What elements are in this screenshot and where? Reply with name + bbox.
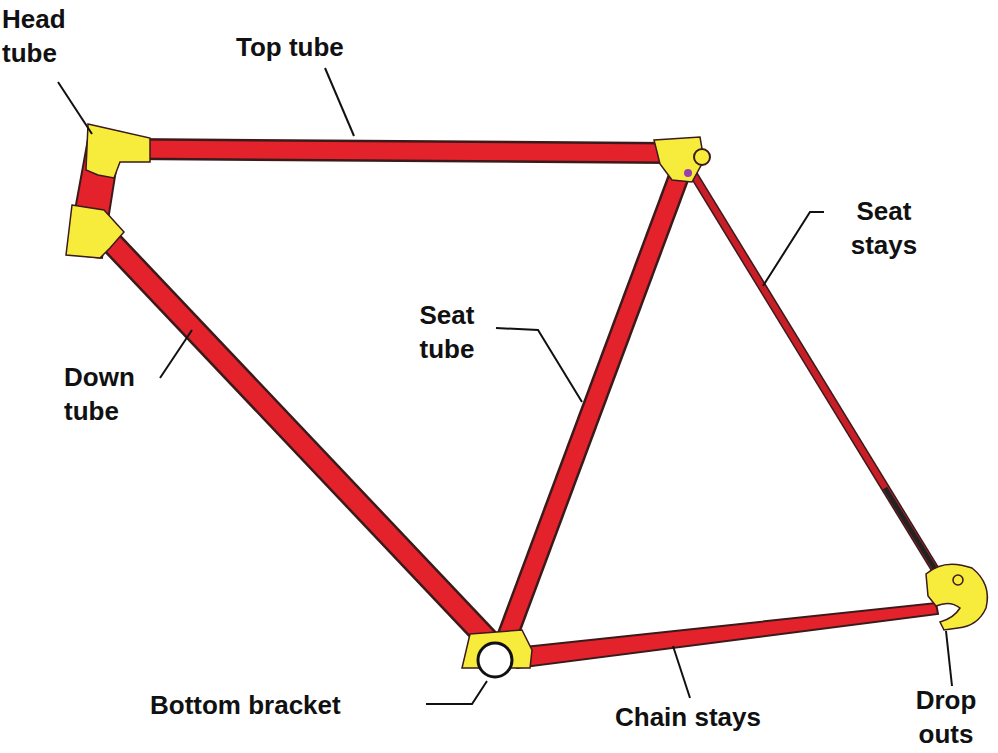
part-label: Bottom bracket (150, 688, 341, 722)
chain-stay (515, 603, 938, 668)
part-label: Seat tube (402, 298, 492, 366)
part-label: Chain stays (615, 700, 761, 734)
part-label: Down tube (64, 360, 164, 428)
part-label: Top tube (236, 30, 344, 64)
leader-line (673, 646, 690, 698)
leader-line (325, 68, 354, 136)
leader-line (426, 681, 487, 704)
drop-out (926, 564, 987, 630)
leader-line (946, 631, 952, 686)
leader-line (58, 82, 92, 134)
leader-line (763, 212, 824, 286)
seat-tube (506, 168, 682, 640)
down-tube (95, 225, 488, 640)
leader-line (496, 328, 582, 402)
top-tube (130, 149, 668, 153)
part-label: Drop outs (900, 683, 992, 751)
head-lug-bottom (66, 205, 124, 258)
seat-bolt (694, 149, 710, 165)
leader-lines (58, 68, 952, 704)
part-label: Seat stays (826, 194, 942, 262)
part-label: Head tube (2, 2, 94, 70)
leader-line (160, 330, 192, 378)
head-lug-top (86, 124, 150, 178)
drop-out-eye (953, 575, 963, 585)
seat-stay-cap (684, 169, 692, 177)
bottom-bracket (478, 643, 512, 677)
